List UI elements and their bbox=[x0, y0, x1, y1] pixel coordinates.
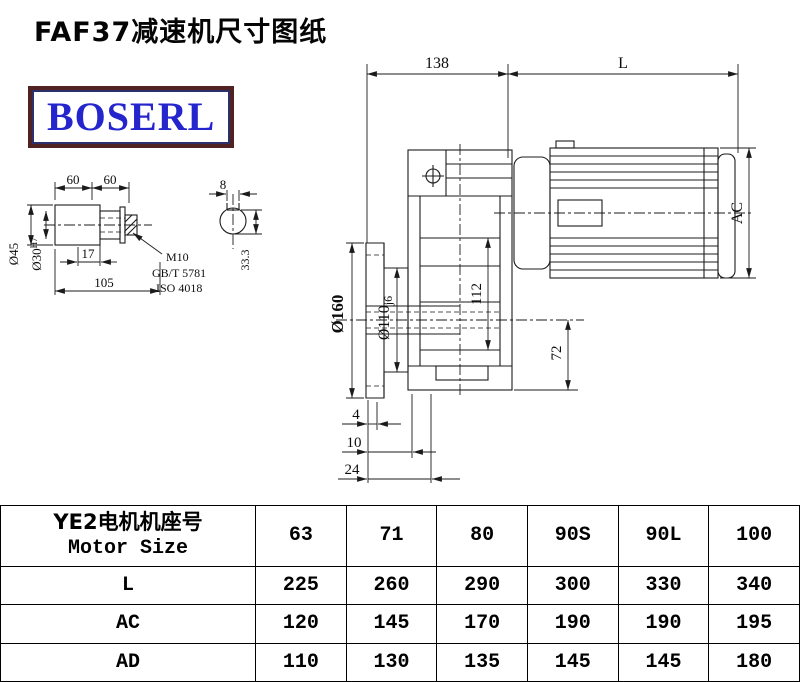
dim-d160-label: Ø160 bbox=[328, 295, 347, 334]
table-cell: 225 bbox=[255, 565, 347, 606]
table-cell: 135 bbox=[436, 642, 528, 682]
table-cell: 120 bbox=[255, 604, 347, 644]
table-cell: 190 bbox=[526, 604, 619, 644]
page-title: FAF37减速机尺寸图纸 bbox=[34, 17, 328, 48]
table-header-cell: YE2电机机座号 Motor Size bbox=[0, 505, 256, 567]
dimension-drawing: 138 L AC 112 72 Ø160 Ø110j6 4 10 24 60 6… bbox=[6, 55, 756, 483]
table-row-AC: AC 120 145 170 190 190 195 bbox=[0, 604, 800, 644]
table-cell: 145 bbox=[345, 604, 438, 644]
table-cell: 300 bbox=[526, 565, 619, 606]
table-cell: 71 bbox=[345, 505, 438, 567]
centerlines-group bbox=[44, 144, 754, 398]
dimension-lines-group bbox=[27, 64, 756, 483]
dim-60a-label: 60 bbox=[67, 172, 80, 187]
table-cell: 100 bbox=[708, 505, 800, 567]
table-row-AD: AD 110 130 135 145 145 180 bbox=[0, 642, 800, 682]
table-cell: 130 bbox=[345, 642, 438, 682]
outline-group bbox=[54, 140, 736, 399]
table-cell: 170 bbox=[436, 604, 528, 644]
size-table: YE2电机机座号 Motor Size 63 71 80 90S 90L 100… bbox=[0, 505, 800, 682]
dim-d110-label: Ø110j6 bbox=[376, 296, 395, 340]
table-cell: 340 bbox=[708, 565, 800, 606]
table-row-label: AC bbox=[0, 604, 256, 644]
dim-4-label: 4 bbox=[352, 407, 360, 423]
boserl-logo-text: BOSERL bbox=[32, 90, 231, 144]
dim-105-label: 105 bbox=[94, 275, 114, 290]
table-row-label: L bbox=[0, 565, 256, 606]
table-cell: 110 bbox=[255, 642, 347, 682]
table-header-en: Motor Size bbox=[67, 537, 189, 561]
dim-AC-label: AC bbox=[729, 202, 746, 224]
table-cell: 180 bbox=[708, 642, 800, 682]
dim-138-label: 138 bbox=[425, 55, 449, 72]
table-row-L: L 225 260 290 300 330 340 bbox=[0, 565, 800, 606]
dim-L-label: L bbox=[618, 55, 628, 72]
table-cell: 63 bbox=[255, 505, 347, 567]
table-cell: 190 bbox=[617, 604, 710, 644]
dim-17-label: 17 bbox=[82, 246, 96, 261]
boserl-logo: BOSERL bbox=[28, 86, 235, 148]
table-cell: 145 bbox=[526, 642, 619, 682]
note-m10: M10 bbox=[166, 250, 189, 264]
table-row-label: AD bbox=[0, 642, 256, 682]
table-cell: 90L bbox=[617, 505, 710, 567]
note-iso-4018: ISO 4018 bbox=[156, 281, 202, 295]
shaft-section-detail bbox=[219, 207, 247, 235]
dim-d30-label: Ø30H7 bbox=[29, 237, 44, 271]
dim-d45-label: Ø45 bbox=[6, 243, 21, 265]
dim-60b-label: 60 bbox=[104, 172, 117, 187]
dim-24-label: 24 bbox=[345, 462, 361, 478]
dimension-text-group: 138 L AC 112 72 Ø160 Ø110j6 4 10 24 60 6… bbox=[6, 55, 746, 478]
table-row-motor-size: YE2电机机座号 Motor Size 63 71 80 90S 90L 100 bbox=[0, 505, 800, 567]
table-cell: 145 bbox=[617, 642, 710, 682]
note-gbt-5781: GB/T 5781 bbox=[152, 266, 206, 280]
table-header-cn: YE2电机机座号 bbox=[53, 510, 203, 535]
table-cell: 290 bbox=[436, 565, 528, 606]
table-cell: 80 bbox=[436, 505, 528, 567]
table-cell: 195 bbox=[708, 604, 800, 644]
table-cell: 330 bbox=[617, 565, 710, 606]
dim-112-label: 112 bbox=[469, 283, 485, 305]
dim-72-label: 72 bbox=[549, 346, 565, 361]
dim-8-label: 8 bbox=[220, 177, 227, 192]
dim-10-label: 10 bbox=[347, 435, 362, 451]
dim-333-label: 33.3 bbox=[238, 250, 252, 271]
table-cell: 260 bbox=[345, 565, 438, 606]
table-cell: 90S bbox=[526, 505, 619, 567]
